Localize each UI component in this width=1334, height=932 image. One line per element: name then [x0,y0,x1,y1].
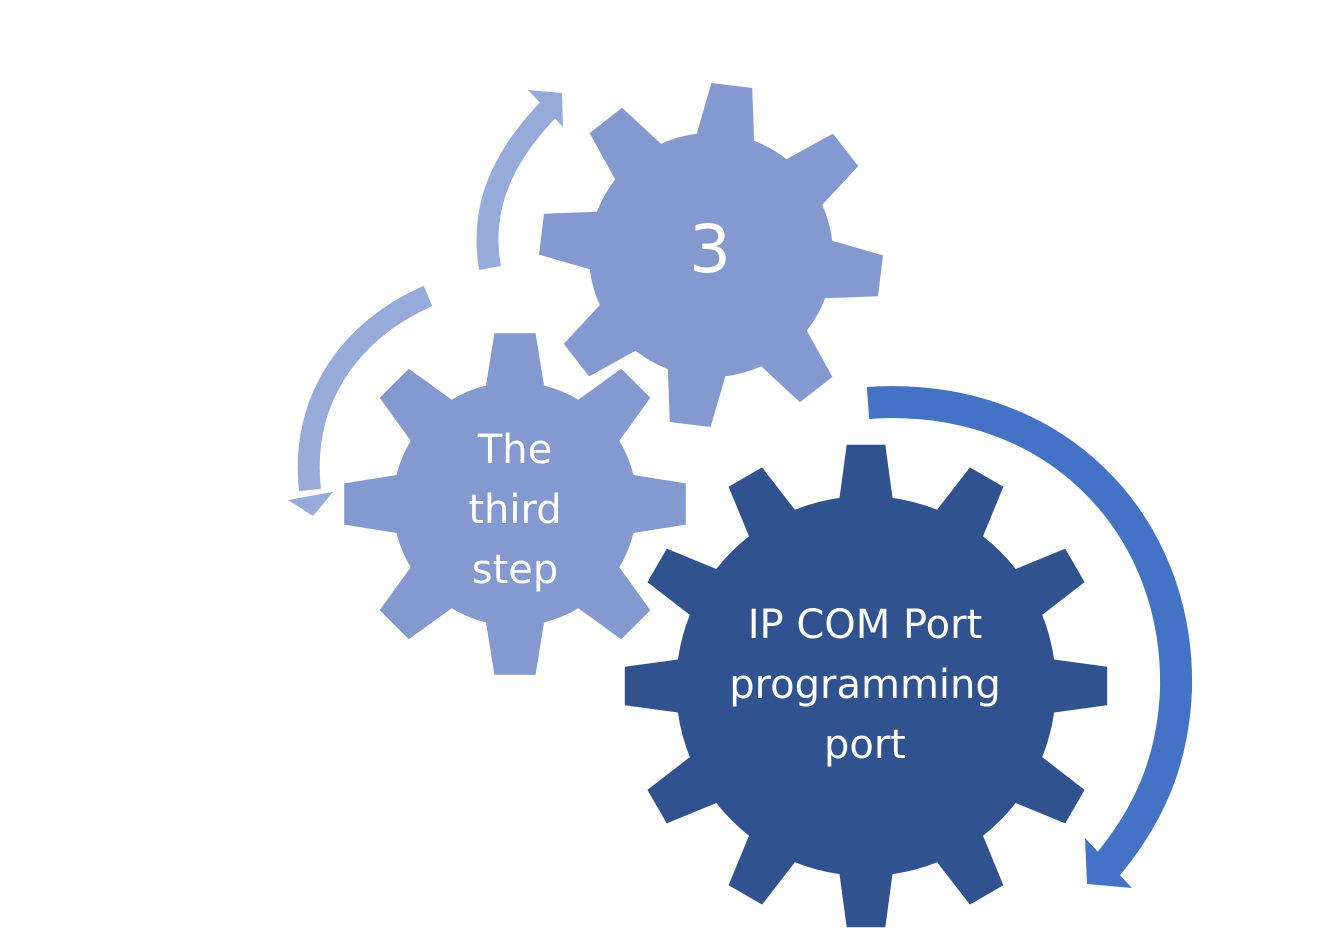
gear-top [539,83,883,427]
arrow-top-curved [476,90,563,270]
arrow-right-curved [866,386,1193,888]
gear-middle [344,333,686,675]
gear-large-line-2: programming [729,662,1001,708]
gear-top-label: 3 [610,200,810,300]
gear-middle-line-2: third [468,487,562,533]
gear-middle-line-1: The [477,427,553,473]
arrow-left-curved [288,285,433,516]
gear-top-number: 3 [689,211,731,288]
gear-middle-line-3: step [471,547,559,593]
gear-large-label: IP COM Port programming port [690,595,1040,775]
gear-large-line-1: IP COM Port [747,602,983,648]
gear-middle-label: The third step [415,420,615,600]
gear-large [624,444,1108,928]
gear-large-line-3: port [824,722,906,768]
